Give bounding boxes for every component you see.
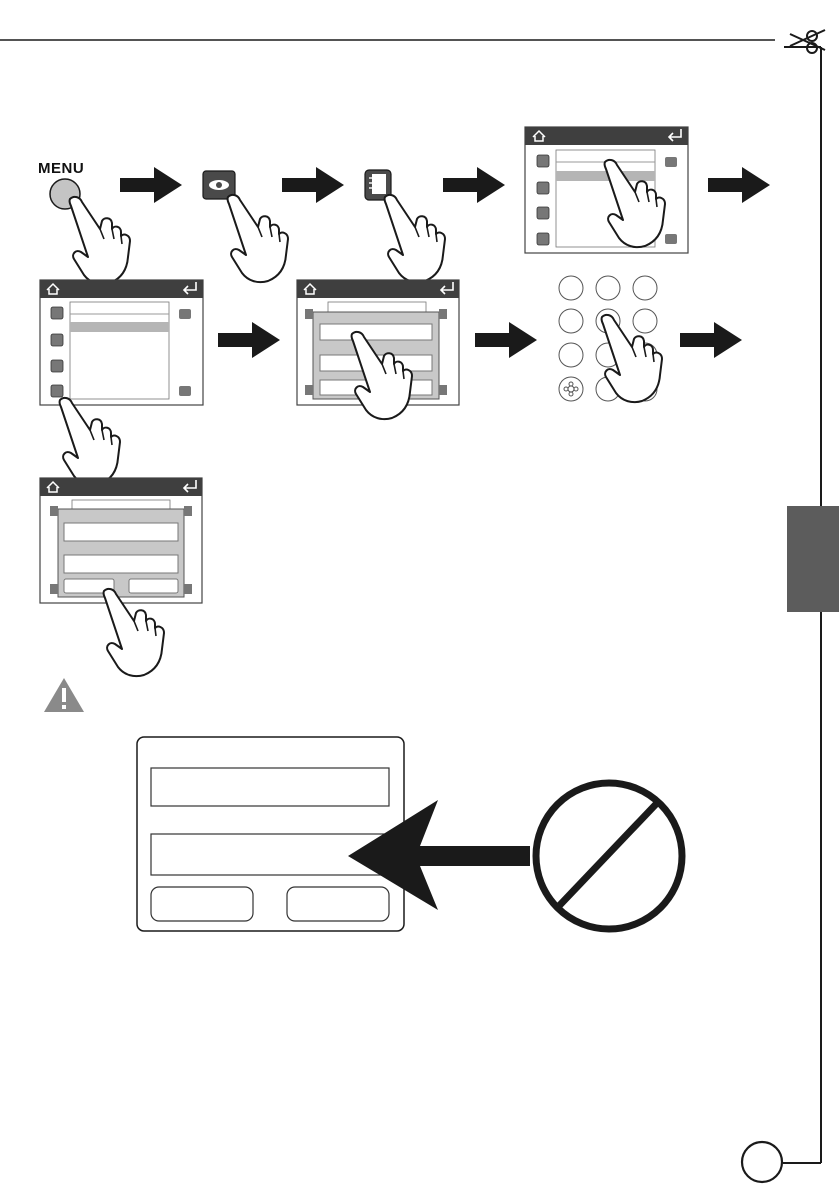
arrow-icon — [282, 167, 344, 203]
keypad-key[interactable] — [596, 276, 620, 300]
prohibited-sign-icon — [536, 783, 682, 929]
eye-icon[interactable] — [51, 307, 63, 319]
up-arrow-icon[interactable] — [179, 309, 191, 319]
keypad-key[interactable] — [559, 309, 583, 333]
pointing-hand-icon — [385, 195, 445, 282]
warning-triangle-icon — [44, 678, 84, 712]
cancel-button[interactable] — [287, 887, 389, 921]
confirm-dialog-screen — [40, 478, 202, 603]
home-icon[interactable] — [43, 480, 63, 494]
keypad-key[interactable] — [559, 343, 583, 367]
list-screen-key — [40, 280, 203, 405]
home-icon[interactable] — [529, 129, 549, 143]
arrow-icon — [680, 322, 742, 358]
eye-icon[interactable] — [537, 155, 549, 167]
arrow-icon — [443, 167, 505, 203]
arrow-icon — [218, 322, 280, 358]
cancel-button[interactable] — [129, 579, 178, 593]
pointing-hand-icon — [228, 195, 288, 282]
plus-icon[interactable] — [537, 182, 549, 194]
large-dialog — [137, 737, 404, 931]
home-icon[interactable] — [300, 282, 320, 296]
keypad-key[interactable] — [633, 276, 657, 300]
key-icon[interactable] — [537, 233, 549, 245]
keypad-key[interactable] — [633, 309, 657, 333]
c-icon[interactable] — [537, 207, 549, 219]
c-icon[interactable] — [51, 360, 63, 372]
list-screen — [525, 127, 688, 253]
home-icon[interactable] — [43, 282, 63, 296]
keypad-key[interactable] — [559, 276, 583, 300]
code-field[interactable] — [151, 768, 389, 806]
pointing-hand-icon — [60, 398, 120, 485]
up-arrow-icon[interactable] — [665, 157, 677, 167]
flower-key-icon[interactable] — [559, 377, 583, 401]
pointing-hand-icon — [70, 197, 130, 284]
arrow-icon — [708, 167, 770, 203]
ok-button[interactable] — [151, 887, 253, 921]
down-arrow-icon[interactable] — [665, 234, 677, 244]
arrow-icon — [475, 322, 537, 358]
down-arrow-icon[interactable] — [179, 386, 191, 396]
key-icon[interactable] — [51, 385, 63, 397]
arrow-icon — [120, 167, 182, 203]
plus-icon[interactable] — [51, 334, 63, 346]
